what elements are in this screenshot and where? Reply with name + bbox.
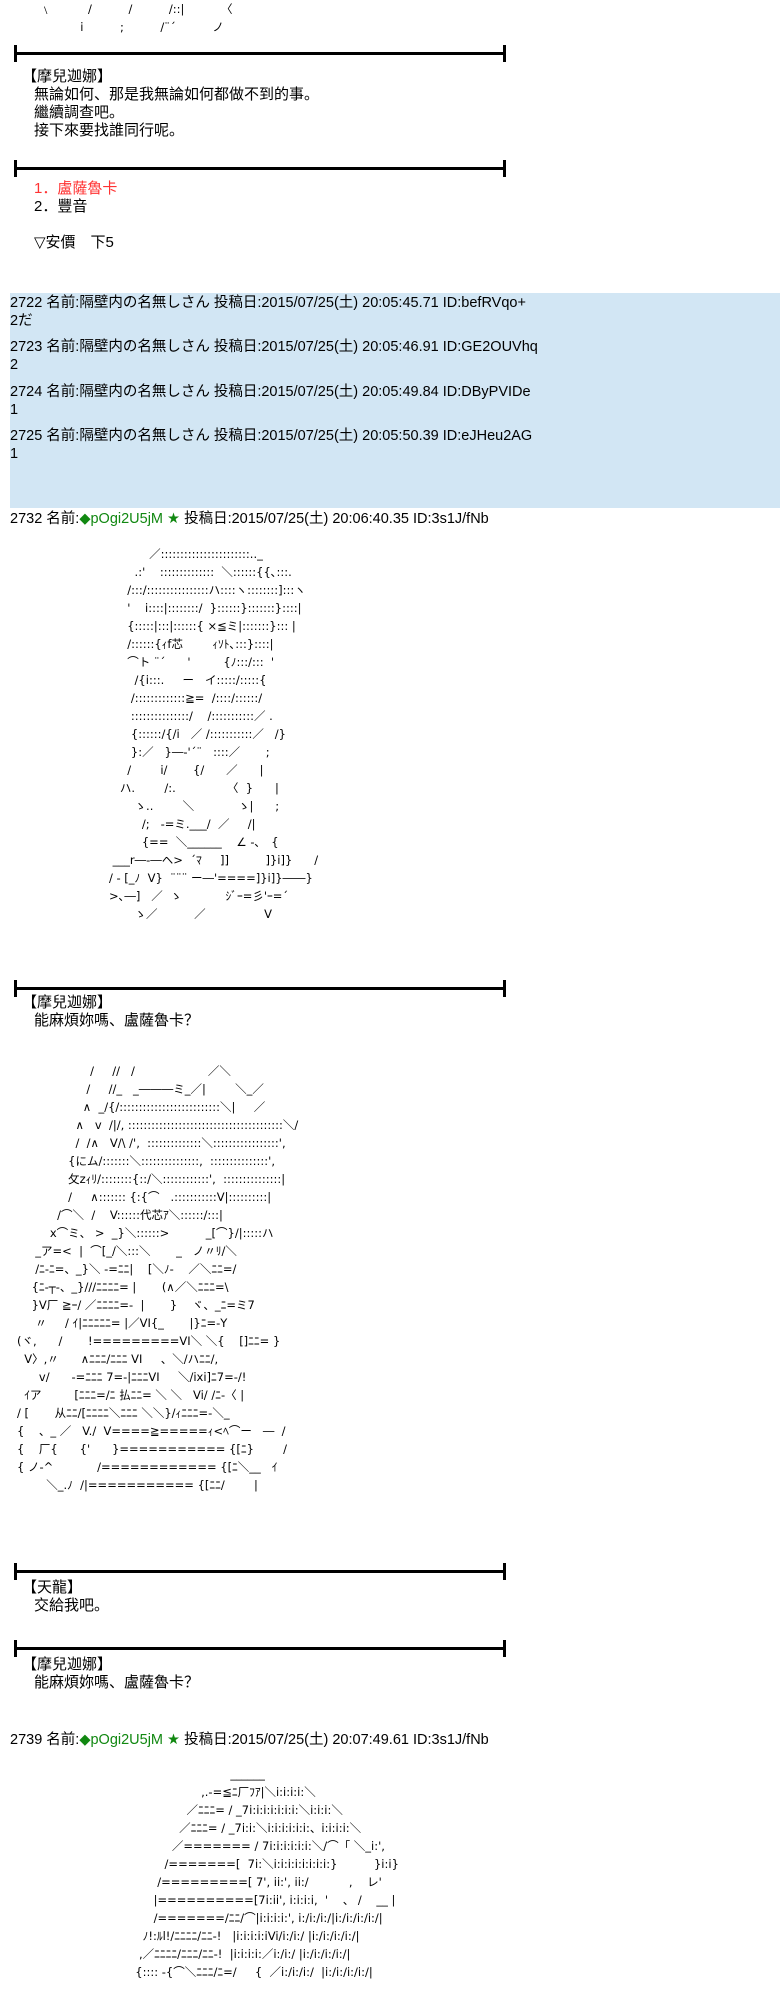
dialogue-line: 接下來要找誰同行呢。 — [34, 122, 185, 139]
reply-body: 2だ — [10, 313, 33, 329]
separator-line — [14, 1563, 506, 1580]
speaker-label: 【摩兒迦娜】 — [22, 994, 113, 1011]
reply-body: 1 — [10, 402, 19, 418]
reply-body: 2 — [10, 357, 19, 373]
ascii-art-character: ／:::::::::::::::::::::::.._ .:' ::::::::… — [108, 547, 319, 921]
choice-option-2: 2．豐音 — [34, 198, 88, 215]
post-date-id: 投稿日:2015/07/25(土) 20:06:40.35 ID:3s1J/fN… — [184, 511, 489, 527]
reply-header: 2723 名前:隔壁内の名無しさん 投稿日:2015/07/25(土) 20:0… — [10, 339, 538, 355]
reply-header: 2725 名前:隔壁内の名無しさん 投稿日:2015/07/25(土) 20:0… — [10, 428, 533, 444]
dialogue-line: 無論如何、那是我無論如何都做不到的事。 — [34, 86, 320, 103]
reply-body: 1 — [10, 446, 19, 462]
dialogue-line: 能麻煩妳嗎、盧薩魯卡？ — [34, 1674, 200, 1691]
name-label: 名前: — [46, 511, 80, 527]
separator-line — [14, 1640, 506, 1657]
speaker-label: 【摩兒迦娜】 — [22, 68, 113, 85]
dialogue-line: 交給我吧。 — [34, 1597, 110, 1614]
dialogue-line: 繼續調查吧。 — [34, 104, 125, 121]
reply-header: 2722 名前:隔壁内の名無しさん 投稿日:2015/07/25(土) 20:0… — [10, 295, 526, 311]
separator-line — [14, 980, 506, 997]
ascii-art-character: / // / ／＼ / //_ _―――ミ_／| ＼_／ ∧ _/{/:::::… — [16, 1064, 299, 1492]
speaker-label: 【天龍】 — [22, 1579, 83, 1596]
anka-instruction: ▽安價 下5 — [34, 234, 114, 251]
separator-line — [14, 160, 506, 177]
post-number: 2739 — [10, 1732, 43, 1748]
name-label: 名前: — [46, 1732, 80, 1748]
reply-highlight-block — [10, 293, 780, 508]
ascii-art-character: ______ ,.-=≦ﾆ厂ﾌｱ|＼i:i:i:i:＼ ／ﾆﾆﾆ= / _7i:… — [135, 1767, 399, 1979]
separator-line — [14, 45, 506, 62]
post-date-id: 投稿日:2015/07/25(土) 20:07:49.61 ID:3s1J/fN… — [184, 1732, 489, 1748]
dialogue-line: 能麻煩妳嗎、盧薩魯卡？ — [34, 1012, 200, 1029]
choice-option-1: 1．盧薩魯卡 — [34, 180, 118, 197]
top-ascii-art: ﹨ / / /::| 〈 i ; /¨´ ノ — [40, 2, 233, 34]
post-header: 2732 名前:◆pOgi2U5jM ★ 投稿日:2015/07/25(土) 2… — [10, 510, 489, 528]
star-icon: ★ — [167, 511, 181, 527]
tripcode: ◆pOgi2U5jM — [79, 511, 164, 527]
post-number: 2732 — [10, 511, 43, 527]
post-header: 2739 名前:◆pOgi2U5jM ★ 投稿日:2015/07/25(土) 2… — [10, 1731, 489, 1749]
tripcode: ◆pOgi2U5jM — [79, 1732, 164, 1748]
reply-header: 2724 名前:隔壁内の名無しさん 投稿日:2015/07/25(土) 20:0… — [10, 384, 531, 400]
speaker-label: 【摩兒迦娜】 — [22, 1656, 113, 1673]
star-icon: ★ — [167, 1732, 181, 1748]
